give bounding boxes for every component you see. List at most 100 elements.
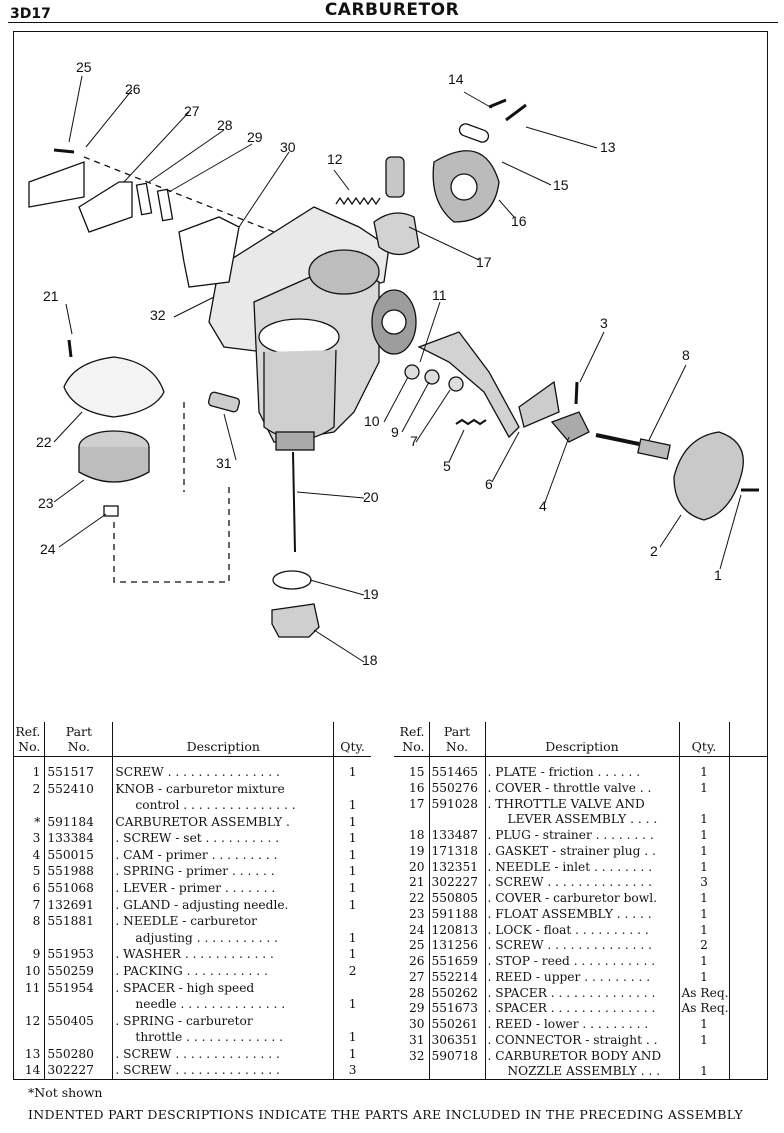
cell-ref: 19 <box>394 843 430 860</box>
cell-qty: 1 <box>700 859 708 874</box>
cell-ref: 22 <box>394 891 430 907</box>
cell-qty: 1 <box>700 969 708 984</box>
table-row: needle . . . . . . . . . . . . . .1 <box>13 997 371 1014</box>
cell-part: 551881 <box>44 914 114 931</box>
throttle-spring <box>335 196 381 206</box>
cell-part: 120813 <box>429 922 486 939</box>
cell-desc: . REED - upper . . . . . . . . . <box>485 969 680 986</box>
cell-ref: 26 <box>394 954 430 970</box>
cell-part: 550805 <box>429 891 486 907</box>
header-rule <box>8 22 778 23</box>
table-row: adjusting . . . . . . . . . . .1 <box>13 930 371 948</box>
cell-part: 550280 <box>44 1046 114 1064</box>
cell-ref: 7 <box>13 897 46 915</box>
cell-qty: 1 <box>700 780 708 795</box>
cell-qty: 1 <box>348 831 357 846</box>
cell-desc: NOZZLE ASSEMBLY . . . <box>485 1064 680 1080</box>
cell-part: 552214 <box>429 969 486 986</box>
callout-14: 14 <box>448 71 464 87</box>
callout-22: 22 <box>36 434 52 450</box>
cell-desc: CARBURETOR ASSEMBLY . <box>112 814 335 832</box>
cell-part: 551954 <box>44 980 114 998</box>
table-row: control . . . . . . . . . . . . . . .1 <box>13 798 371 815</box>
cell-part: 133487 <box>429 828 486 844</box>
cell-desc: adjusting . . . . . . . . . . . <box>112 930 335 948</box>
col-qty-header: Qty. <box>679 722 729 757</box>
cell-ref <box>394 1064 430 1080</box>
cell-desc: . GASKET - strainer plug . . <box>485 843 680 860</box>
cell-qty: 1 <box>700 1064 708 1079</box>
cell-desc: . LEVER - primer . . . . . . . <box>112 881 335 898</box>
callout-32: 32 <box>150 307 166 323</box>
callout-19: 19 <box>363 586 379 602</box>
cell-part: 591028 <box>429 796 486 813</box>
cell-ref: 13 <box>13 1046 46 1064</box>
cell-qty: 1 <box>348 881 357 896</box>
cell-part: 551953 <box>44 947 114 964</box>
cell-part <box>429 812 486 828</box>
cell-qty <box>679 1049 729 1065</box>
cell-ref: 4 <box>13 847 46 865</box>
cell-desc: . NEEDLE - inlet . . . . . . . . <box>485 859 680 876</box>
cell-ref: 30 <box>394 1017 430 1033</box>
cell-part: 133384 <box>44 831 114 848</box>
cell-qty <box>334 1014 371 1031</box>
callout-28: 28 <box>217 117 233 133</box>
callout-2: 2 <box>650 543 658 559</box>
cell-desc: . PACKING . . . . . . . . . . . <box>112 963 335 981</box>
cell-desc: . PLUG - strainer . . . . . . . . <box>485 828 680 844</box>
cell-part: 306351 <box>429 1032 486 1049</box>
cell-part: 132691 <box>44 897 114 915</box>
bowl-cover <box>63 356 165 418</box>
cell-desc: . LOCK - float . . . . . . . . . . <box>485 922 680 939</box>
callout-21: 21 <box>43 288 59 304</box>
callout-25: 25 <box>76 59 92 75</box>
cell-ref <box>13 1030 46 1047</box>
cell-qty: 1 <box>348 947 357 962</box>
cell-ref <box>13 997 46 1014</box>
callout-29: 29 <box>247 129 263 145</box>
callout-23: 23 <box>38 495 54 511</box>
cell-part: 302227 <box>44 1063 114 1080</box>
adjusting-needle <box>595 433 640 446</box>
strainer-plug <box>271 603 320 638</box>
cell-desc: . STOP - reed . . . . . . . . . . . <box>485 954 680 970</box>
cell-ref: 8 <box>13 914 46 931</box>
cell-part <box>44 930 114 948</box>
cell-qty: 1 <box>348 897 357 912</box>
strainer-gasket <box>272 570 312 590</box>
cell-part <box>44 997 114 1014</box>
cell-part: 551465 <box>429 765 486 781</box>
col-part-header: Part No. <box>44 722 114 757</box>
cell-part: 591188 <box>429 906 486 923</box>
callout-12: 12 <box>327 151 343 167</box>
cell-part: 550405 <box>44 1013 114 1031</box>
cell-part: 131256 <box>429 938 486 954</box>
col-part-header: Part No. <box>429 722 486 757</box>
callout-5: 5 <box>443 458 451 474</box>
cell-desc: . NEEDLE - carburetor <box>112 914 335 931</box>
cell-qty: 1 <box>700 765 708 779</box>
cell-part: 591184 <box>44 814 114 832</box>
cell-ref: 28 <box>394 985 430 1002</box>
cell-part <box>44 1030 114 1047</box>
cell-desc: . SCREW - set . . . . . . . . . . <box>112 831 335 848</box>
cell-qty: 1 <box>700 891 708 905</box>
cell-ref: 29 <box>394 1001 430 1017</box>
cell-qty: 1 <box>700 1032 708 1047</box>
cell-qty <box>679 797 729 813</box>
cell-qty: 1 <box>348 997 357 1012</box>
reed-stop <box>28 161 85 208</box>
